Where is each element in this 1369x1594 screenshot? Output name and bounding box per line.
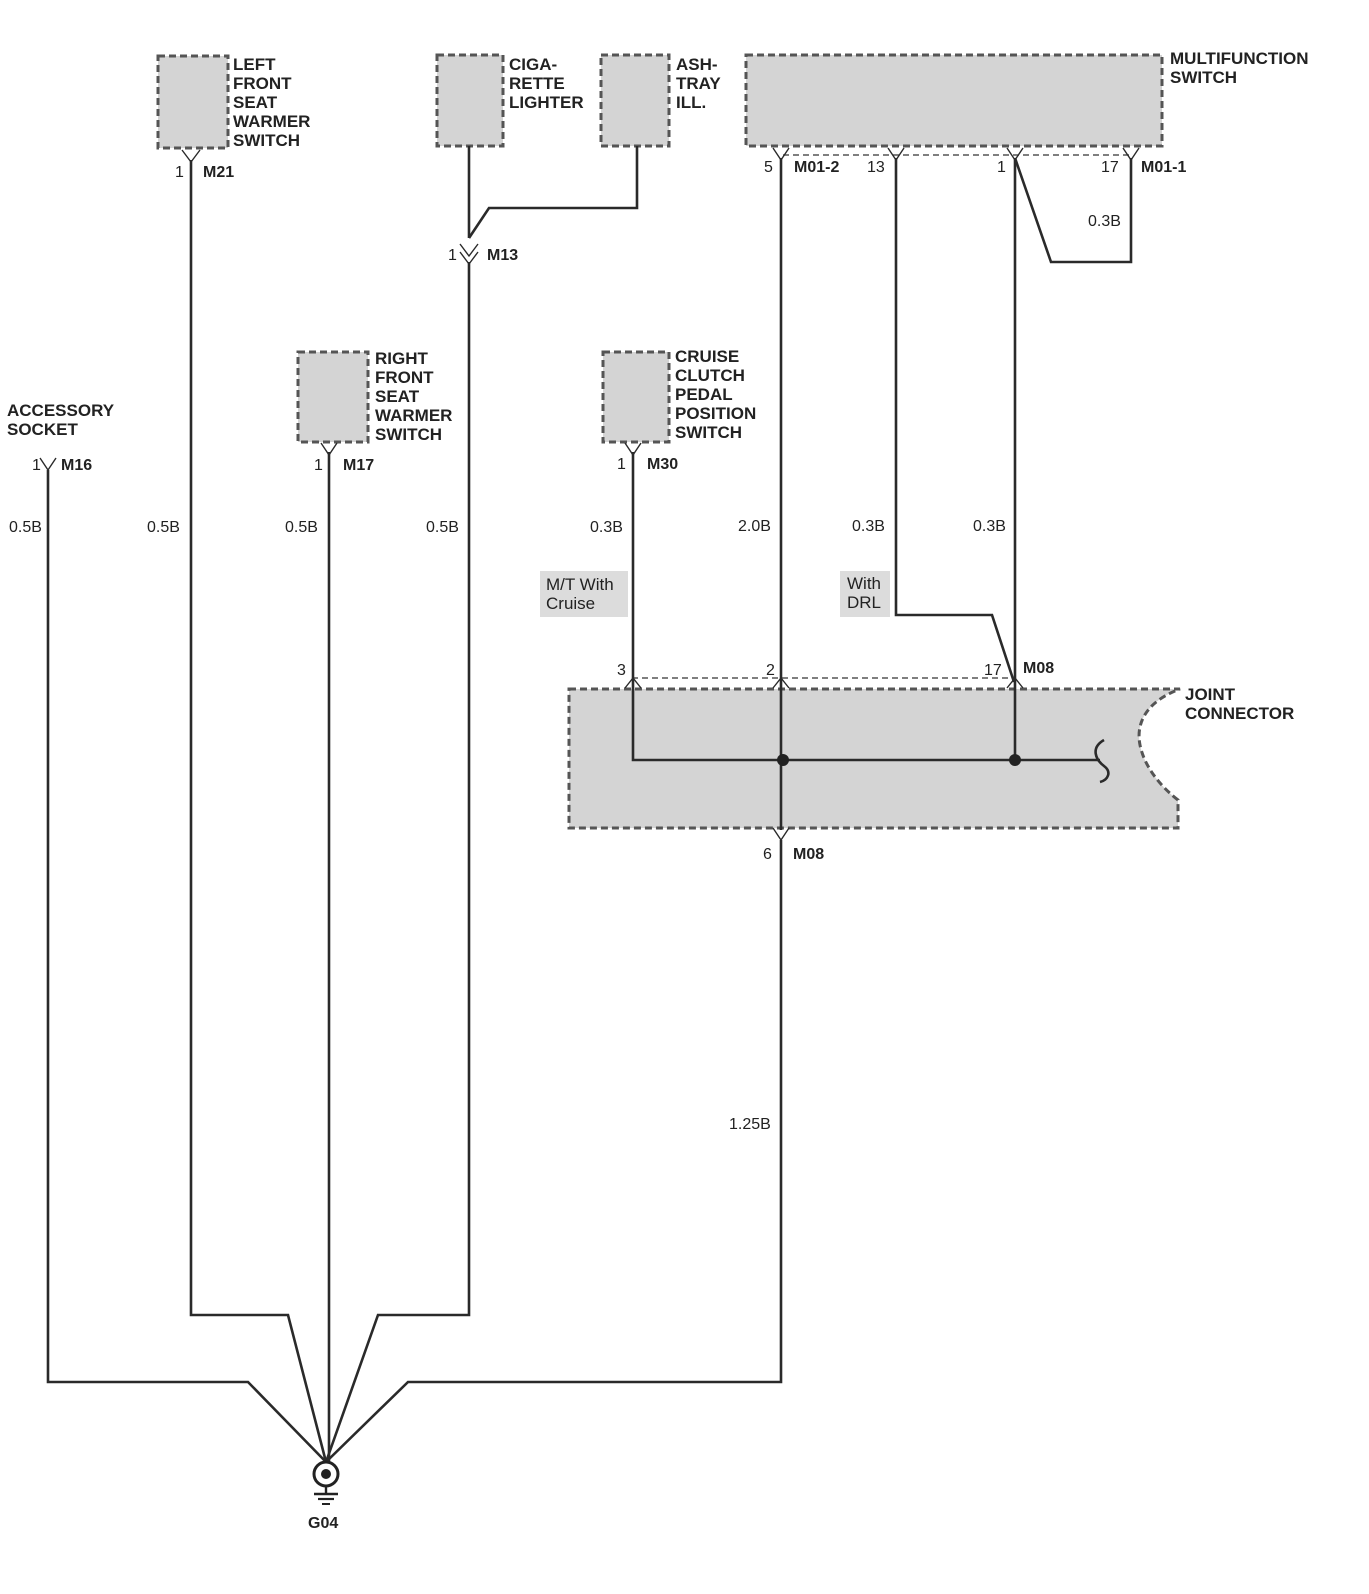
wire-size-cigarette: 0.5B [426,519,459,536]
note-mt-cruise: M/T With Cruise [546,575,618,613]
right-front-seat-warmer-switch-box [296,350,370,444]
pin-m30: 1 [617,456,626,473]
cruise-switch-label: CRUISE CLUTCH PEDAL POSITION SWITCH [675,347,761,442]
wire-size-cruise: 0.3B [590,519,623,536]
wire-size-right-seat: 0.5B [285,519,318,536]
cigarette-lighter-label: CIGA- RETTE LIGHTER [509,55,584,112]
cigarette-lighter-box [435,53,505,148]
wire-accessory [46,470,327,1463]
pin-joint-17: 17 [984,662,1002,679]
wire-size-m01-17: 0.3B [1088,213,1121,230]
connector-m01-1: M01-1 [1141,159,1186,176]
connector-m30: M30 [647,456,678,473]
wire-m13-ground [324,262,471,1463]
connector-m17: M17 [343,457,374,474]
connector-m08-bottom: M08 [793,846,824,863]
bus-break-symbol [1094,738,1110,784]
wire-size-ground: 1.25B [729,1116,771,1133]
wire-size-m01-1: 0.3B [973,518,1006,535]
note-mt-cruise-bg [540,571,628,617]
connector-m13: M13 [487,247,518,264]
joint-connector-label: JOINT CONNECTOR [1185,685,1294,723]
ground-g04-label: G04 [308,1515,338,1532]
wire-left-seat [189,160,328,1463]
multifunction-switch-box [744,53,1164,148]
pin-m01-17: 17 [1101,159,1119,176]
connector-m08-top: M08 [1023,660,1054,677]
cruise-clutch-pedal-position-switch-box [601,350,671,444]
left-front-seat-warmer-switch-box [156,54,230,150]
connector-symbols [39,147,1140,842]
connector-m16: M16 [61,457,92,474]
wire-joint-ground [325,840,783,1463]
wire-size-m01-13: 0.3B [852,518,885,535]
joint-bus [631,682,1100,762]
multifunction-switch-label: MULTIFUNCTION SWITCH [1170,49,1313,87]
pin-m21: 1 [175,164,184,181]
pin-joint-6: 6 [763,846,772,863]
splice-dot-2 [777,754,789,766]
pin-joint-2: 2 [766,662,775,679]
note-drl: With DRL [847,574,886,612]
pin-m16: 1 [32,457,41,474]
left-seat-label: LEFT FRONT SEAT WARMER SWITCH [233,55,315,150]
note-drl-bg [840,571,890,617]
wire-ashtray [467,146,639,239]
pin-m01-5: 5 [764,159,773,176]
joint-connector-box [567,687,1181,830]
right-seat-label: RIGHT FRONT SEAT WARMER SWITCH [375,349,457,444]
ashtray-illumination-box [599,53,671,148]
ground-g04-symbol [312,1460,340,1505]
splice-dot-17 [1009,754,1021,766]
pin-m13: 1 [448,247,457,264]
pin-m01-13: 13 [867,159,885,176]
ashtray-label: ASH- TRAY ILL. [676,55,725,112]
connector-m21: M21 [203,164,234,181]
wire-m01-17 [1013,157,1133,264]
wire-m01-13 [894,158,1016,683]
accessory-socket-label: ACCESSORY SOCKET [7,401,118,439]
connector-m01-2: M01-2 [794,159,839,176]
wire-size-left-seat: 0.5B [147,519,180,536]
pin-m17: 1 [314,457,323,474]
pin-joint-3: 3 [617,662,626,679]
wire-size-accessory: 0.5B [9,519,42,536]
pin-m01-1: 1 [997,159,1006,176]
wire-size-m01-5: 2.0B [738,518,771,535]
